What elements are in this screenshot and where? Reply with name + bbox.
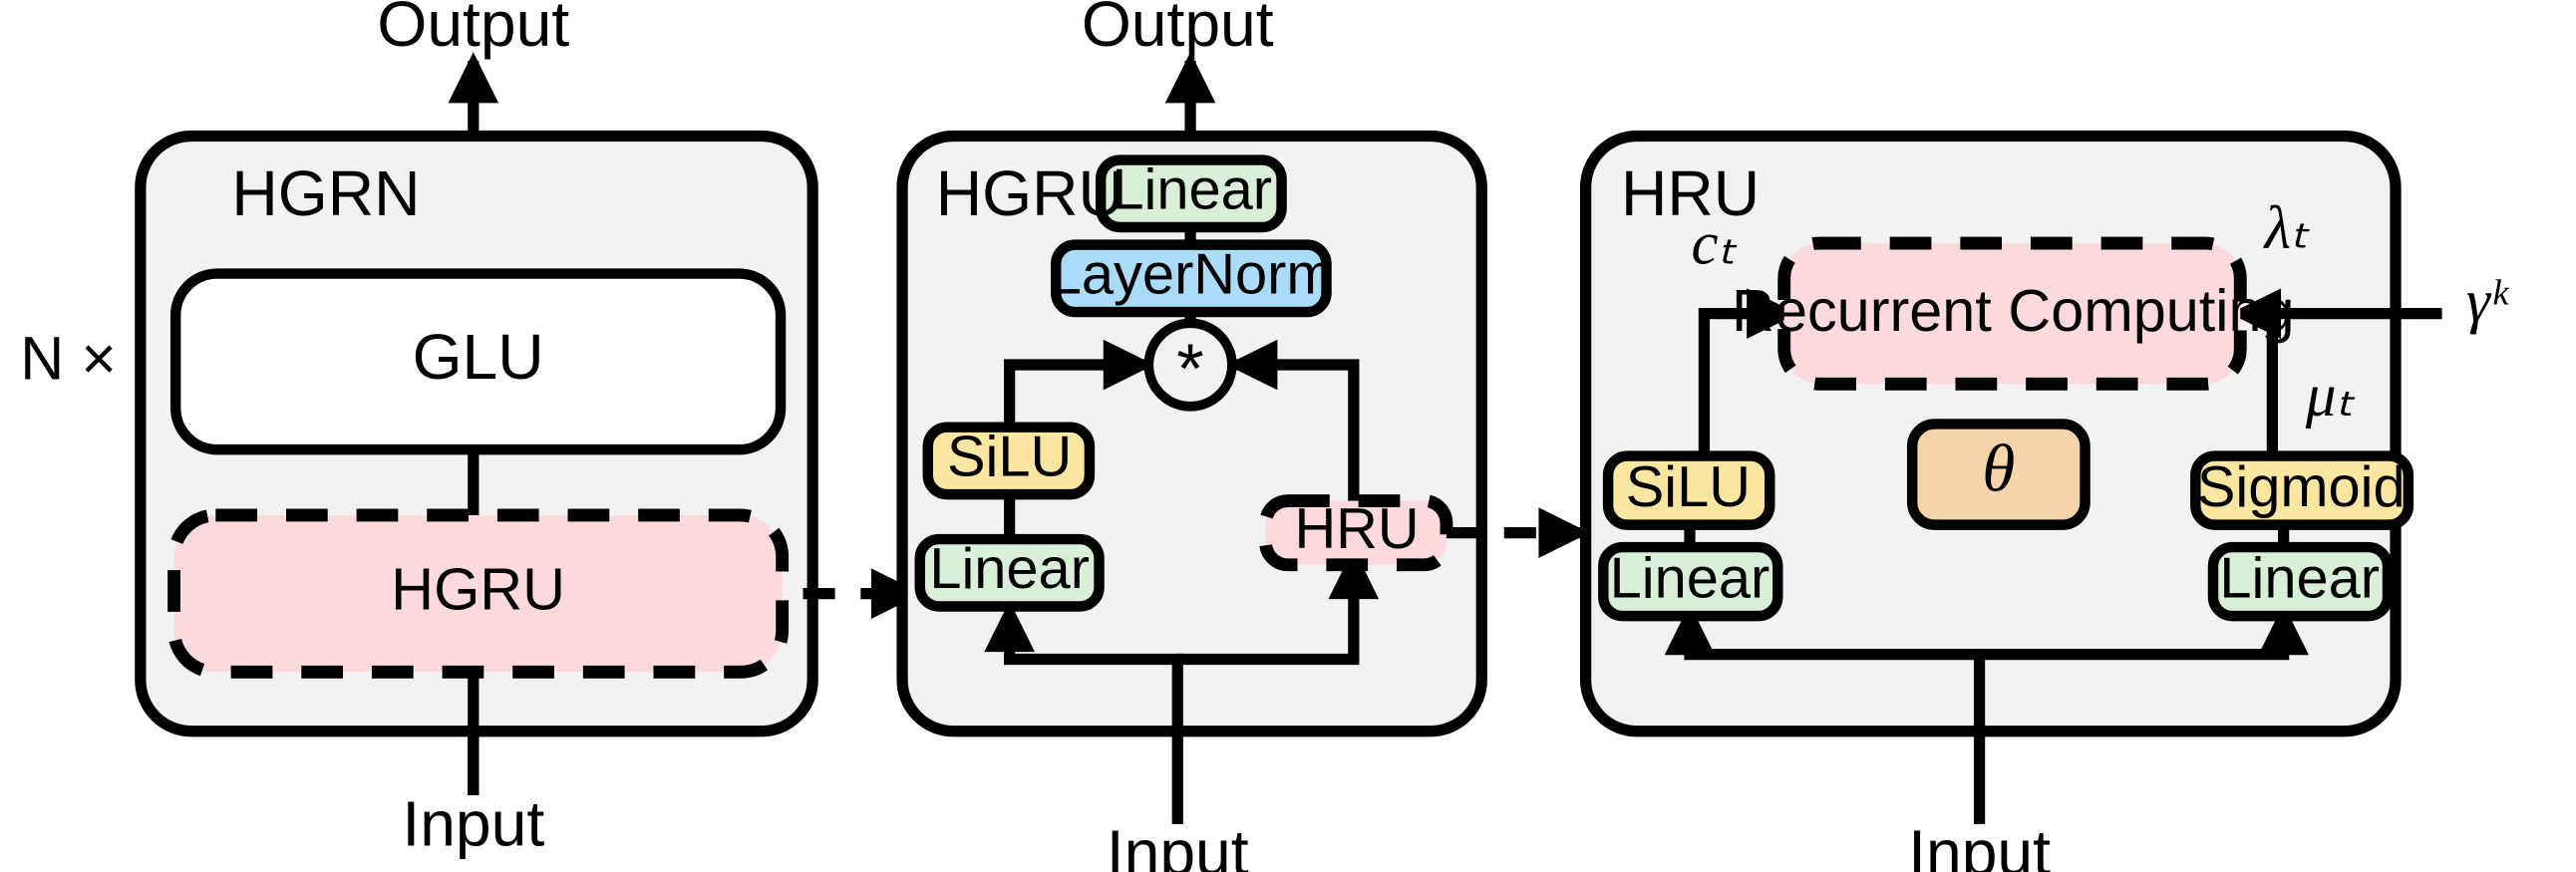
- io-label-input-hgru: Input: [1107, 817, 1249, 872]
- io-label-input-hru: Input: [1908, 817, 2051, 872]
- block-hru-theta[interactable]: [1906, 419, 2091, 530]
- block-label-hru-silu: SiLU: [1626, 455, 1751, 519]
- panel-hgru: HGRU Linear LayerNorm * SiLU Linear HRU …: [896, 0, 1487, 872]
- block-label-hru-theta: θ: [1982, 431, 2015, 505]
- block-hgru-silu[interactable]: [922, 422, 1096, 500]
- signal-label-lambda-t: λₜ: [2263, 194, 2310, 261]
- wire-hgru-hru-to-mul: [1226, 339, 1360, 509]
- wire-hgru-silu-to-mul: [1004, 339, 1154, 430]
- repeat-count-label: N ×: [20, 325, 117, 393]
- block-label-hgru-hru: HRU: [1294, 497, 1419, 561]
- io-label-output-hgru: Output: [1082, 0, 1274, 60]
- panel-title-hgrn: HGRN: [231, 157, 420, 229]
- panel-hgrn: HGRN GLU HGRU Output Input N ×: [20, 0, 818, 860]
- io-label-input-hgrn: Input: [402, 788, 544, 860]
- block-label-hgru-linear-out: Linear: [1112, 158, 1272, 222]
- block-label-hgru-layernorm: LayerNorm: [1050, 243, 1335, 307]
- wire-hru-ct-into-recurrent: [1698, 288, 1798, 461]
- wire-hru-input-to-linear-left: [1664, 604, 1986, 824]
- block-label-hgru: HGRU: [391, 555, 565, 622]
- block-hru-recurrent-computing[interactable]: [1777, 236, 2247, 391]
- wire-hgru-input-to-hru: [1177, 547, 1380, 666]
- block-hru-sigmoid[interactable]: [2190, 450, 2415, 530]
- block-hru-silu[interactable]: [1602, 450, 1775, 530]
- block-label-hru-linear-left: Linear: [1610, 547, 1771, 611]
- block-label-hru-sigmoid: Sigmoid: [2197, 455, 2406, 519]
- block-label-hgru-silu: SiLU: [947, 426, 1072, 489]
- panel-title-hru: HRU: [1621, 157, 1760, 229]
- signal-label-c-t: cₜ: [1692, 210, 1738, 277]
- panel-hru: HRU Recurrent Computing θ SiLU Linear Si…: [1580, 130, 2510, 872]
- block-label-glu: GLU: [413, 321, 544, 393]
- block-label-hgru-multiply: *: [1176, 329, 1204, 408]
- block-hgru-linear-out[interactable]: [1095, 154, 1287, 233]
- block-hru-linear-left[interactable]: [1598, 541, 1783, 622]
- block-hgru-multiply[interactable]: [1143, 318, 1237, 412]
- block-hru-linear-right[interactable]: [2207, 541, 2394, 622]
- block-hgru-layernorm[interactable]: [1050, 239, 1332, 318]
- panel-title-hgru: HGRU: [936, 157, 1125, 229]
- block-label-hru-recurrent: Recurrent Computing: [1732, 277, 2294, 344]
- io-label-output-hgrn: Output: [377, 0, 569, 60]
- block-label-hgru-linear-in: Linear: [929, 537, 1090, 601]
- wire-hru-input-to-linear-right: [1979, 604, 2309, 661]
- wire-hgru-input-to-linear: [984, 600, 1183, 824]
- signal-label-mu-t: μₜ: [2305, 363, 2356, 430]
- block-hgru-linear-in[interactable]: [914, 533, 1105, 612]
- signal-label-gamma-k: γᵏ: [2466, 268, 2510, 335]
- block-label-hru-linear-right: Linear: [2219, 547, 2380, 611]
